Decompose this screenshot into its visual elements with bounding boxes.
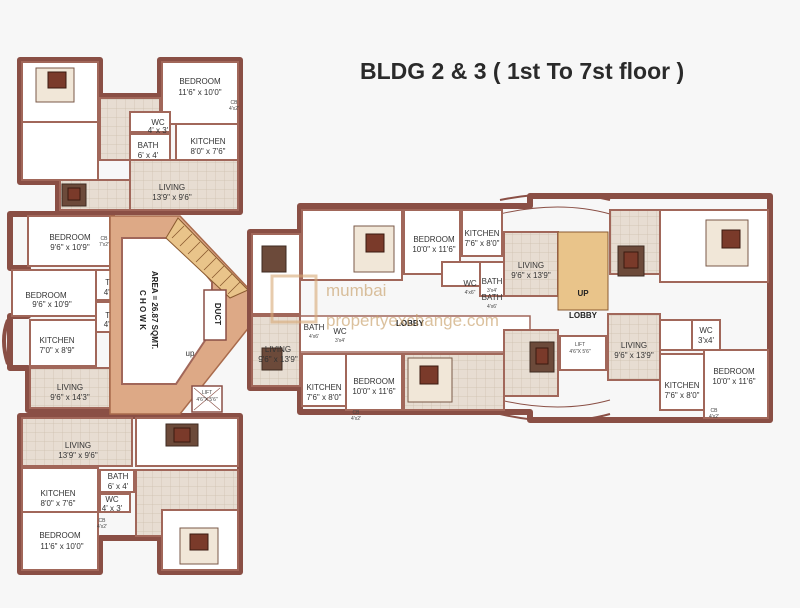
room-dimension: 7'0" x 8'9" xyxy=(40,346,75,355)
lift-label: LIFT xyxy=(575,342,585,348)
room-label: LIVING xyxy=(518,261,544,270)
room-dimension: 9'6" x 13'9" xyxy=(614,351,654,360)
room-dimension: 11'6" x 10'0" xyxy=(40,542,83,551)
room-dimension: 4'x6" xyxy=(465,290,476,296)
room-dimension: 6' x 4' xyxy=(138,151,159,160)
chowk-area: AREA = 26.87 SQMT. xyxy=(150,271,159,349)
page-title: BLDG 2 & 3 ( 1st To 7st floor ) xyxy=(360,58,685,84)
room-label: BEDROOM xyxy=(713,367,755,376)
center-lobby-label: LOBBY xyxy=(396,319,425,328)
room-dimension: 3'x4' xyxy=(487,288,497,294)
left-bottom-flat xyxy=(17,413,243,575)
duct-label: DUCT xyxy=(213,303,222,325)
room-label: BEDROOM xyxy=(39,531,81,540)
room-label: BEDROOM xyxy=(49,233,91,242)
room-label: KITCHEN xyxy=(664,381,699,390)
room-dimension: 3'x4' xyxy=(698,336,714,345)
room-dimension: 11'6" x 10'0" xyxy=(178,88,221,97)
room-label: LIVING xyxy=(159,183,185,192)
cb-dim: 4'x2' xyxy=(709,414,719,420)
room-dimension: 7'6" x 8'0" xyxy=(665,391,700,400)
lift-dim: 4'6"X 5'6" xyxy=(569,349,591,355)
room-label: KITCHEN xyxy=(190,137,225,146)
room-dimension: 7'6" x 8'0" xyxy=(465,239,500,248)
room-dimension: 3'x4' xyxy=(335,338,345,344)
left-top-flat xyxy=(17,57,243,215)
room-label: KITCHEN xyxy=(306,383,341,392)
cb-dim: 4'x2' xyxy=(351,416,361,422)
room-label: WC xyxy=(151,118,165,127)
central-core xyxy=(109,215,251,415)
room-label: KITCHEN xyxy=(464,229,499,238)
room-label: WC xyxy=(105,495,119,504)
room-label: BEDROOM xyxy=(25,291,67,300)
room-dimension: 13'9" x 9'6" xyxy=(152,193,192,202)
staircase xyxy=(165,217,249,299)
room-dimension: 7'6" x 8'0" xyxy=(307,393,342,402)
room-dimension: 6' x 4' xyxy=(108,482,129,491)
room-label: BEDROOM xyxy=(179,77,221,86)
cb-label: CB xyxy=(99,518,107,524)
room-label: LIVING xyxy=(265,345,291,354)
kitchen-room xyxy=(21,121,99,181)
room-label: WC xyxy=(463,279,477,288)
room-dimension: 10'0" x 11'6" xyxy=(712,377,755,386)
room-label: BEDROOM xyxy=(413,235,455,244)
room-dimension: 9'6" x 13'9" xyxy=(258,355,298,364)
room-dimension: 4' x 3' xyxy=(148,126,169,135)
cb-dim: 7'x2' xyxy=(99,242,109,248)
cb-dim: 4'x2' xyxy=(97,524,107,530)
watermark-line2: propertyexchange.com xyxy=(326,311,499,330)
room-dimension: 10'0" x 11'6" xyxy=(352,387,395,396)
cb-dim: 4'x2' xyxy=(229,106,239,112)
room-dimension: 13'9" x 9'6" xyxy=(58,451,98,460)
room-dimension: 4'x6' xyxy=(487,304,497,310)
room-dimension: 8'0" x 7'6" xyxy=(191,147,226,156)
room-label: BATH xyxy=(482,293,503,302)
stair-up-label: UP xyxy=(577,289,589,298)
room-dimension: 9'6" x 10'9" xyxy=(50,243,90,252)
cb-label: CB xyxy=(101,236,109,242)
lobby-label: LOBBY xyxy=(569,311,598,320)
room-dimension: 9'6" x 13'9" xyxy=(511,271,551,280)
watermark: mumbai propertyexchange.com xyxy=(270,274,499,330)
room-dimension: 4' x 3' xyxy=(102,504,123,513)
room-label: LIVING xyxy=(57,383,83,392)
room-label: BEDROOM xyxy=(353,377,395,386)
room-dimension: 9'6" x 14'3" xyxy=(50,393,90,402)
room-label: BATH xyxy=(304,323,325,332)
room-label: BATH xyxy=(108,472,129,481)
cb-label: CB xyxy=(353,410,361,416)
room-dimension: 8'0" x 7'6" xyxy=(41,499,76,508)
right-wing xyxy=(247,193,773,423)
lift-label: LIFT xyxy=(202,390,212,396)
watermark-line1: mumbai xyxy=(326,281,386,300)
room-label: KITCHEN xyxy=(39,336,74,345)
room-label: WC xyxy=(699,326,713,335)
room-dimension: 9'6" x 10'9" xyxy=(32,300,72,309)
chowk-label: C H O W K xyxy=(138,290,147,330)
stair-up-label: up xyxy=(186,349,195,358)
room-dimension: 10'0" x 11'6" xyxy=(412,245,455,254)
room-label: LIVING xyxy=(65,441,91,450)
lift-dim: 4'6"X 5'6" xyxy=(196,397,218,403)
cb-label: CB xyxy=(231,100,239,106)
cb-label: CB xyxy=(711,408,719,414)
room-label: WC xyxy=(333,327,347,336)
room-label: BATH xyxy=(482,277,503,286)
room-label: BATH xyxy=(138,141,159,150)
room-label: LIVING xyxy=(621,341,647,350)
room-dimension: 4'x6' xyxy=(309,334,319,340)
room-label: KITCHEN xyxy=(40,489,75,498)
